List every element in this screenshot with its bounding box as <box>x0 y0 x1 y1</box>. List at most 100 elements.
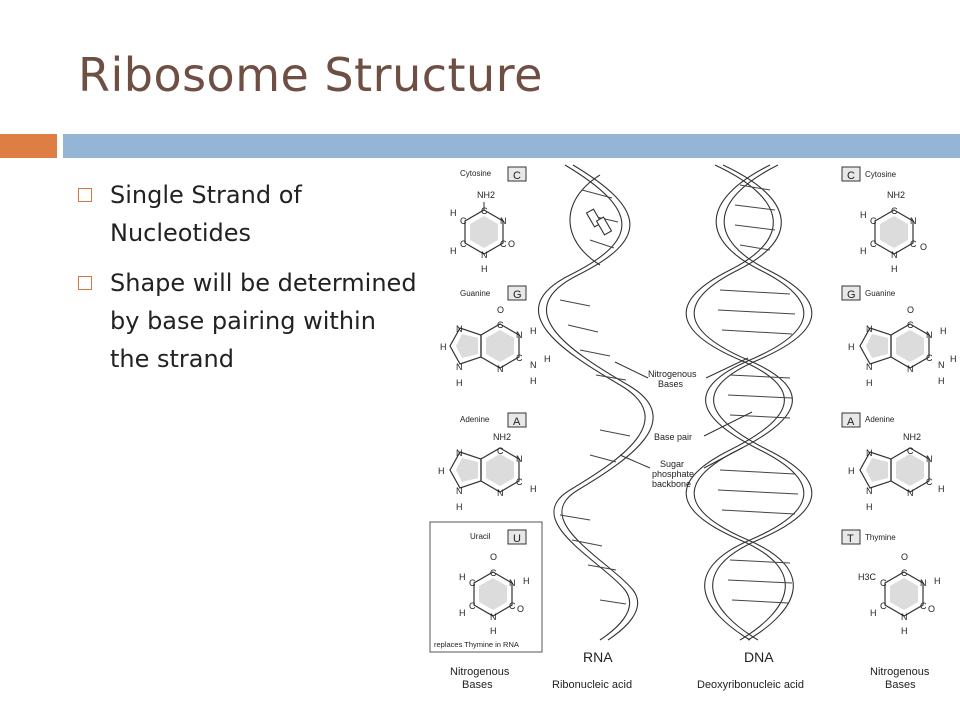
dna-label: DNA <box>744 649 774 665</box>
left-cytosine-letter-box <box>507 166 527 182</box>
svg-text:O: O <box>901 552 908 562</box>
svg-text:C: C <box>907 320 914 330</box>
svg-text:H: H <box>891 264 898 274</box>
rna-fullname: Ribonucleic acid <box>552 679 632 691</box>
rna-label: RNA <box>583 649 613 665</box>
svg-text:N: N <box>926 454 933 464</box>
title-rule-accent <box>0 134 57 158</box>
svg-text:N: N <box>901 612 908 622</box>
right-thymine-structure: O C N H C O N H C C H3C H <box>858 552 941 636</box>
svg-text:C: C <box>926 477 933 487</box>
bullet-text: Shape will be determined by base pairing… <box>110 269 417 373</box>
left-adenine-name: Adenine <box>460 415 490 424</box>
svg-text:H: H <box>450 208 457 218</box>
svg-text:H: H <box>530 484 537 494</box>
right-adenine-letter-box <box>841 412 861 428</box>
svg-text:C: C <box>907 446 914 456</box>
dna-fullname: Deoxyribonucleic acid <box>697 679 804 691</box>
svg-text:N: N <box>456 486 463 496</box>
right-cytosine-name: Cytosine <box>865 170 897 179</box>
right-cytosine-letter: C <box>847 170 855 182</box>
svg-text:C: C <box>497 320 504 330</box>
callout-sugar-1: Sugar <box>660 459 684 469</box>
svg-text:H: H <box>481 264 488 274</box>
svg-text:N: N <box>456 448 463 458</box>
dna-helix <box>685 164 813 641</box>
svg-text:H: H <box>438 466 445 476</box>
svg-text:C: C <box>460 239 467 249</box>
svg-text:H: H <box>456 378 463 388</box>
svg-text:NH2: NH2 <box>477 190 495 200</box>
svg-text:H: H <box>530 326 537 336</box>
svg-text:H: H <box>860 210 867 220</box>
bullet-list: Single Strand of Nucleotides Shape will … <box>78 176 418 390</box>
svg-text:H: H <box>901 626 908 636</box>
svg-text:H: H <box>459 608 466 618</box>
left-footer-line1: Nitrogenous <box>450 666 510 678</box>
left-guanine-letter: G <box>513 289 522 301</box>
svg-text:H: H <box>866 378 873 388</box>
bullet-text: Single Strand of Nucleotides <box>110 181 302 247</box>
svg-text:C: C <box>481 206 488 216</box>
svg-text:C: C <box>516 353 523 363</box>
svg-text:H: H <box>456 502 463 512</box>
svg-text:N: N <box>490 612 497 622</box>
svg-text:N: N <box>907 364 914 374</box>
svg-text:C: C <box>910 239 917 249</box>
svg-text:C: C <box>460 216 467 226</box>
right-cytosine-structure: NH2 C N C O N H C C H H <box>860 190 927 274</box>
left-adenine-letter-box <box>507 412 527 428</box>
right-guanine-name: Guanine <box>865 289 896 298</box>
svg-text:N: N <box>910 216 917 226</box>
callout-lines <box>614 357 753 469</box>
svg-text:H: H <box>848 466 855 476</box>
svg-text:N: N <box>920 578 927 588</box>
right-guanine-structure: O C N H C N N H H N H N H <box>848 305 957 388</box>
callout-nitrogenous-1: Nitrogenous <box>648 369 697 379</box>
svg-text:N: N <box>866 362 873 372</box>
svg-text:O: O <box>497 305 504 315</box>
svg-text:N: N <box>497 364 504 374</box>
svg-text:H: H <box>870 608 877 618</box>
svg-text:C: C <box>516 477 523 487</box>
svg-text:C: C <box>500 239 507 249</box>
right-guanine-letter-box <box>841 285 861 301</box>
right-adenine-structure: NH2 C N C H N N H N H <box>848 432 945 512</box>
svg-text:N: N <box>497 488 504 498</box>
svg-text:O: O <box>517 604 524 614</box>
right-adenine-letter: A <box>847 416 855 428</box>
svg-text:H: H <box>950 354 957 364</box>
svg-text:H: H <box>440 342 447 352</box>
svg-text:C: C <box>497 446 504 456</box>
svg-text:H: H <box>848 342 855 352</box>
right-footer-line1: Nitrogenous <box>870 666 930 678</box>
svg-text:C: C <box>509 601 516 611</box>
bullet-square-icon <box>78 188 92 202</box>
uracil-note: replaces Thymine in RNA <box>434 640 519 649</box>
svg-text:N: N <box>926 330 933 340</box>
svg-text:H: H <box>450 246 457 256</box>
svg-text:C: C <box>870 239 877 249</box>
rna-helix <box>537 164 654 641</box>
svg-text:N: N <box>509 578 516 588</box>
svg-text:C: C <box>891 206 898 216</box>
svg-text:N: N <box>516 330 523 340</box>
svg-text:N: N <box>938 360 945 370</box>
left-guanine-structure: O C N H C N N H H N H N H <box>440 305 551 388</box>
left-uracil-structure: O C N H C O N H C C H H <box>459 552 530 636</box>
svg-text:N: N <box>866 486 873 496</box>
svg-text:C: C <box>490 568 497 578</box>
svg-text:O: O <box>490 552 497 562</box>
right-thymine-letter-box <box>841 529 861 545</box>
right-thymine-letter: T <box>847 533 854 545</box>
svg-text:O: O <box>508 239 515 249</box>
left-cytosine-structure: NH2 C N C N C C O H H H <box>450 190 515 274</box>
svg-text:C: C <box>920 601 927 611</box>
svg-text:H: H <box>940 326 947 336</box>
svg-text:NH2: NH2 <box>493 432 511 442</box>
uracil-frame <box>429 521 543 653</box>
callout-sugar-3: backbone <box>652 479 691 489</box>
svg-text:N: N <box>500 216 507 226</box>
svg-text:N: N <box>456 324 463 334</box>
